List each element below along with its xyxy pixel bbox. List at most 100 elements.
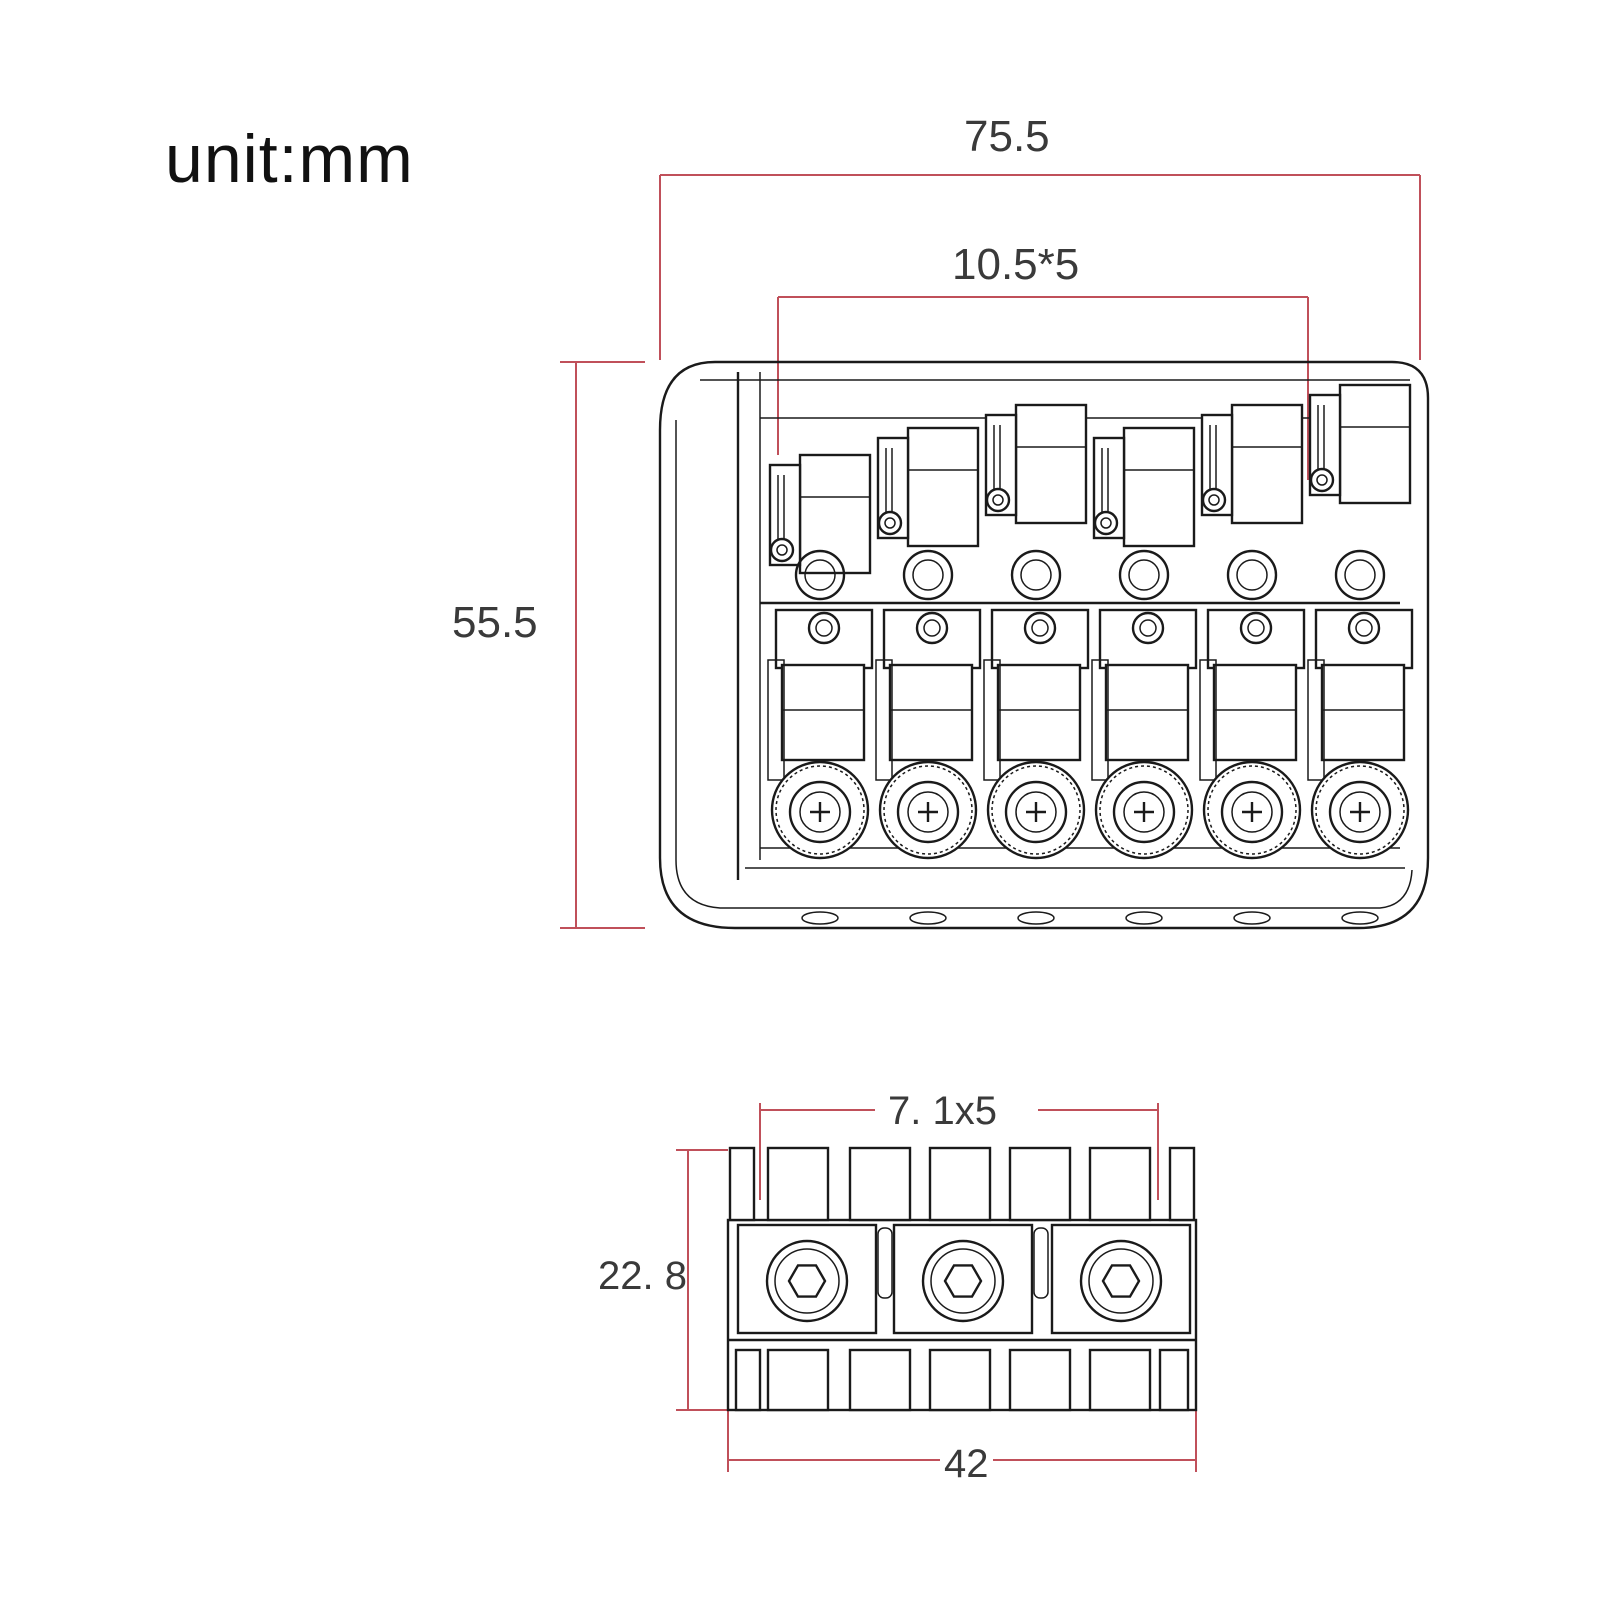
baseplate-outline: [658, 360, 1430, 930]
side-saddle-bottom-5: [1008, 1348, 1072, 1412]
phillips-cross-icon: [1134, 802, 1154, 822]
saddle-4: [1091, 426, 1198, 925]
side-saddle-top-2: [766, 1146, 830, 1222]
fine-tuner-hex: [1004, 780, 1068, 844]
side-saddle-top-7: [1168, 1146, 1196, 1222]
height-screw-hex: [1139, 619, 1157, 637]
unit-label: unit:mm: [165, 121, 414, 197]
clamp-block: [736, 1223, 878, 1335]
string-ring: [1334, 549, 1386, 601]
height-screw: [1023, 611, 1057, 645]
saddle-3: [983, 403, 1090, 925]
intonation-screw-hole: [1100, 517, 1112, 529]
fine-tuner-head: [907, 791, 949, 833]
side-clamp-block-2: [892, 1223, 1034, 1335]
intonation-screw-hole: [776, 544, 788, 556]
baseplate-nub: [1017, 911, 1055, 925]
bridge-top-view: [658, 360, 1430, 930]
saddle-rear-block: [1014, 403, 1088, 525]
clamp-screw-rim: [774, 1248, 840, 1314]
side-saddle-bottom-4: [928, 1348, 992, 1412]
saddle-front-block: [888, 663, 974, 762]
saddle-side-plate: [768, 463, 802, 567]
dimension-string-spacing-top: 10.5*5: [948, 240, 1084, 290]
fine-tuner-knurl: [1207, 765, 1297, 855]
hex-socket-icon: [943, 1264, 983, 1298]
saddle-spring: [1199, 659, 1217, 781]
saddle-spring: [983, 659, 1001, 781]
string-ring-inner: [1128, 559, 1160, 591]
clamp-block: [1050, 1223, 1192, 1335]
side-saddle-top-4: [928, 1146, 992, 1222]
baseplate-nub: [1341, 911, 1379, 925]
saddle-5: [1199, 403, 1306, 925]
side-saddle-bottom-7: [1158, 1348, 1190, 1412]
intonation-screw: [877, 510, 903, 536]
height-screw: [915, 611, 949, 645]
height-screw-hex: [1031, 619, 1049, 637]
string-ring: [1010, 549, 1062, 601]
hex-socket-icon: [1101, 1264, 1141, 1298]
fine-tuner-hex: [788, 780, 852, 844]
intonation-screw: [1309, 467, 1335, 493]
saddle-front-block: [1104, 663, 1190, 762]
intonation-screw: [985, 487, 1011, 513]
dimension-height: 55.5: [452, 598, 538, 647]
side-clamp-block-1: [736, 1223, 878, 1335]
saddle-6: [1307, 383, 1414, 925]
string-ring: [1226, 549, 1278, 601]
saddle-rear-block: [1230, 403, 1304, 525]
height-screw: [1347, 611, 1381, 645]
saddle-rear-block: [1338, 383, 1412, 505]
intonation-screw-hole: [1208, 494, 1220, 506]
height-screw: [1239, 611, 1273, 645]
fine-tuner-hex: [1112, 780, 1176, 844]
intonation-screw: [1093, 510, 1119, 536]
saddle-front-block: [996, 663, 1082, 762]
saddles-group: [767, 383, 1414, 925]
intonation-screw: [1201, 487, 1227, 513]
fine-tuner-knurl: [883, 765, 973, 855]
clamp-screw: [921, 1239, 1005, 1323]
string-ring: [902, 549, 954, 601]
fine-tuner-head: [1231, 791, 1273, 833]
dimension-side-height: 22. 8: [598, 1254, 687, 1298]
side-saddle-bottom-3: [848, 1348, 912, 1412]
fine-tuner-knurl: [991, 765, 1081, 855]
fine-tuner-head: [1123, 791, 1165, 833]
baseplate-nub: [909, 911, 947, 925]
height-screw-hex: [1355, 619, 1373, 637]
fine-tuner-head: [1015, 791, 1057, 833]
side-saddle-top-3: [848, 1146, 912, 1222]
string-ring-inner: [1020, 559, 1052, 591]
baseplate-nub: [801, 911, 839, 925]
phillips-cross-icon: [1242, 802, 1262, 822]
string-ring-inner: [1344, 559, 1376, 591]
intonation-screw: [769, 537, 795, 563]
clamp-screw-rim: [930, 1248, 996, 1314]
saddle-front-block: [1320, 663, 1406, 762]
string-ring: [794, 549, 846, 601]
saddle-rear-block: [1122, 426, 1196, 548]
clamp-block: [892, 1223, 1034, 1335]
baseplate-inner-edge: [675, 379, 1413, 909]
side-saddle-top-1: [728, 1146, 756, 1222]
clamp-screw: [765, 1239, 849, 1323]
intonation-screw-hole: [884, 517, 896, 529]
intonation-screw-hole: [992, 494, 1004, 506]
baseplate-nub: [1125, 911, 1163, 925]
fine-tuner-hex: [1328, 780, 1392, 844]
side-spacer-2: [1033, 1227, 1049, 1299]
string-ring-inner: [1236, 559, 1268, 591]
fine-tuner-knurl: [1099, 765, 1189, 855]
saddle-1: [767, 453, 874, 925]
bridge-side-view: [726, 1146, 1198, 1412]
saddle-front-block: [780, 663, 866, 762]
height-screw: [807, 611, 841, 645]
hex-socket-icon: [787, 1264, 827, 1298]
phillips-cross-icon: [918, 802, 938, 822]
side-saddle-top-5: [1008, 1146, 1072, 1222]
string-ring: [1118, 549, 1170, 601]
phillips-cross-icon: [1026, 802, 1046, 822]
